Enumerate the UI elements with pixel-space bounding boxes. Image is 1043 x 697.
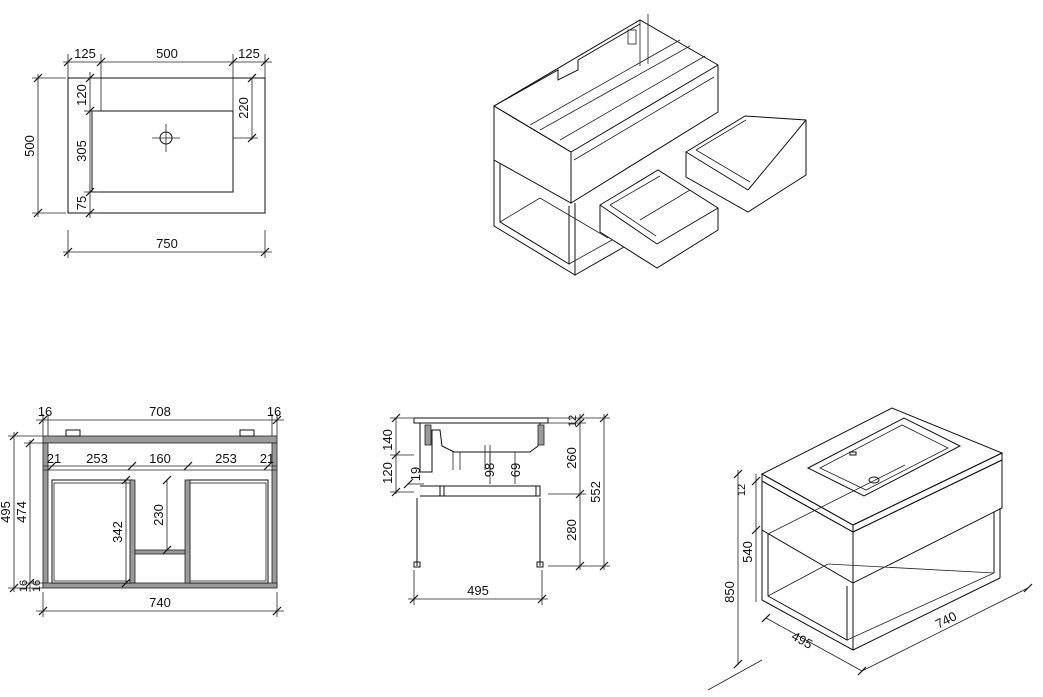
front-top-part-1: 16 xyxy=(38,404,52,419)
side-inner-dim-2: 98 xyxy=(482,463,497,477)
top-view-outline xyxy=(67,77,266,214)
front-total-width-dim: 740 xyxy=(36,592,284,617)
side-left-dim-1: 140 xyxy=(380,429,395,451)
cabinet-side-panel xyxy=(493,105,572,204)
side-inner-dims: 19 98 69 xyxy=(403,452,523,489)
front-inner-part-3: 160 xyxy=(149,451,171,466)
side-total-depth: 495 xyxy=(467,583,489,598)
side-total-depth-dim: 495 xyxy=(408,570,548,605)
front-section-drawing: 16 708 16 21 253 160 253 21 xyxy=(0,404,284,617)
front-inner-part-4: 253 xyxy=(215,451,237,466)
front-drawer-height: 342 xyxy=(110,521,125,543)
top-view-total-width-dim: 750 xyxy=(63,230,272,258)
integrated-basin xyxy=(806,417,962,497)
basin-outline xyxy=(91,110,234,193)
front-bottom-part-2: 16 xyxy=(31,580,43,592)
assembled-height-dims: 12 540 850 xyxy=(722,469,761,669)
top-view-total-width: 750 xyxy=(156,236,178,251)
side-right-dim-3: 280 xyxy=(564,519,579,541)
countertop xyxy=(760,407,1004,526)
front-inner-part-1: 21 xyxy=(47,451,61,466)
side-total-height: 552 xyxy=(588,481,603,503)
exploded-isometric-view xyxy=(493,14,807,276)
assembled-width: 740 xyxy=(933,608,959,631)
front-total-height: 495 xyxy=(0,501,13,523)
front-height-dims: 495 474 16 16 xyxy=(0,431,43,593)
lower-drawer xyxy=(599,169,719,269)
side-right-dim-2: 260 xyxy=(564,447,579,469)
assembled-total-height: 850 xyxy=(722,581,737,603)
top-view-drawing: 125 500 125 120 305 75 500 xyxy=(22,46,272,258)
front-inner-height: 474 xyxy=(14,501,29,523)
assembled-depth: 495 xyxy=(789,628,815,652)
side-left-dims: 140 120 xyxy=(380,413,414,497)
side-right-dims: 12 260 280 552 xyxy=(548,413,610,571)
assembled-top-thickness: 12 xyxy=(736,484,748,496)
side-inner-dim-1: 19 xyxy=(408,467,423,481)
side-inner-dim-3: 69 xyxy=(508,463,523,477)
top-view-width-part-3: 125 xyxy=(238,46,260,61)
side-section-drawing: 140 120 19 98 69 12 260 xyxy=(380,413,610,605)
upper-drawer xyxy=(685,115,807,213)
assembled-cabinet-height: 540 xyxy=(740,541,755,563)
front-top-dims: 16 708 16 xyxy=(36,404,284,436)
top-view-depth-dims: 120 305 75 xyxy=(74,72,100,218)
front-shelf-height: 230 xyxy=(151,504,166,526)
front-bottom-part-1: 16 xyxy=(18,580,30,592)
front-top-part-3: 16 xyxy=(267,404,281,419)
front-drawer-dims: 342 230 xyxy=(110,475,172,588)
top-view-drain-dim: 220 xyxy=(233,73,258,143)
side-left-dim-2: 120 xyxy=(380,462,395,484)
front-inner-part-5: 21 xyxy=(260,451,274,466)
top-view-depth-part-3: 75 xyxy=(74,196,89,210)
front-inner-part-2: 253 xyxy=(86,451,108,466)
top-view-total-depth-dim: 500 xyxy=(22,73,66,218)
front-right-drawer xyxy=(187,479,269,584)
top-view-drain-offset: 220 xyxy=(236,97,251,119)
top-view-depth-part-1: 120 xyxy=(74,84,89,106)
assembled-plan-dims: 495 740 xyxy=(707,583,1033,691)
top-view-depth-part-2: 305 xyxy=(74,140,89,162)
front-inner-dims: 21 253 160 253 21 xyxy=(43,451,277,471)
front-top-part-2: 708 xyxy=(149,404,171,419)
assembled-isometric-view: 12 540 850 495 740 xyxy=(707,407,1033,691)
top-view-width-part-1: 125 xyxy=(74,46,96,61)
front-total-width: 740 xyxy=(149,595,171,610)
top-view-total-depth: 500 xyxy=(22,135,37,157)
side-right-dim-1: 12 xyxy=(567,415,579,427)
top-view-width-dims: 125 500 125 xyxy=(63,46,272,111)
top-view-width-part-2: 500 xyxy=(156,46,178,61)
